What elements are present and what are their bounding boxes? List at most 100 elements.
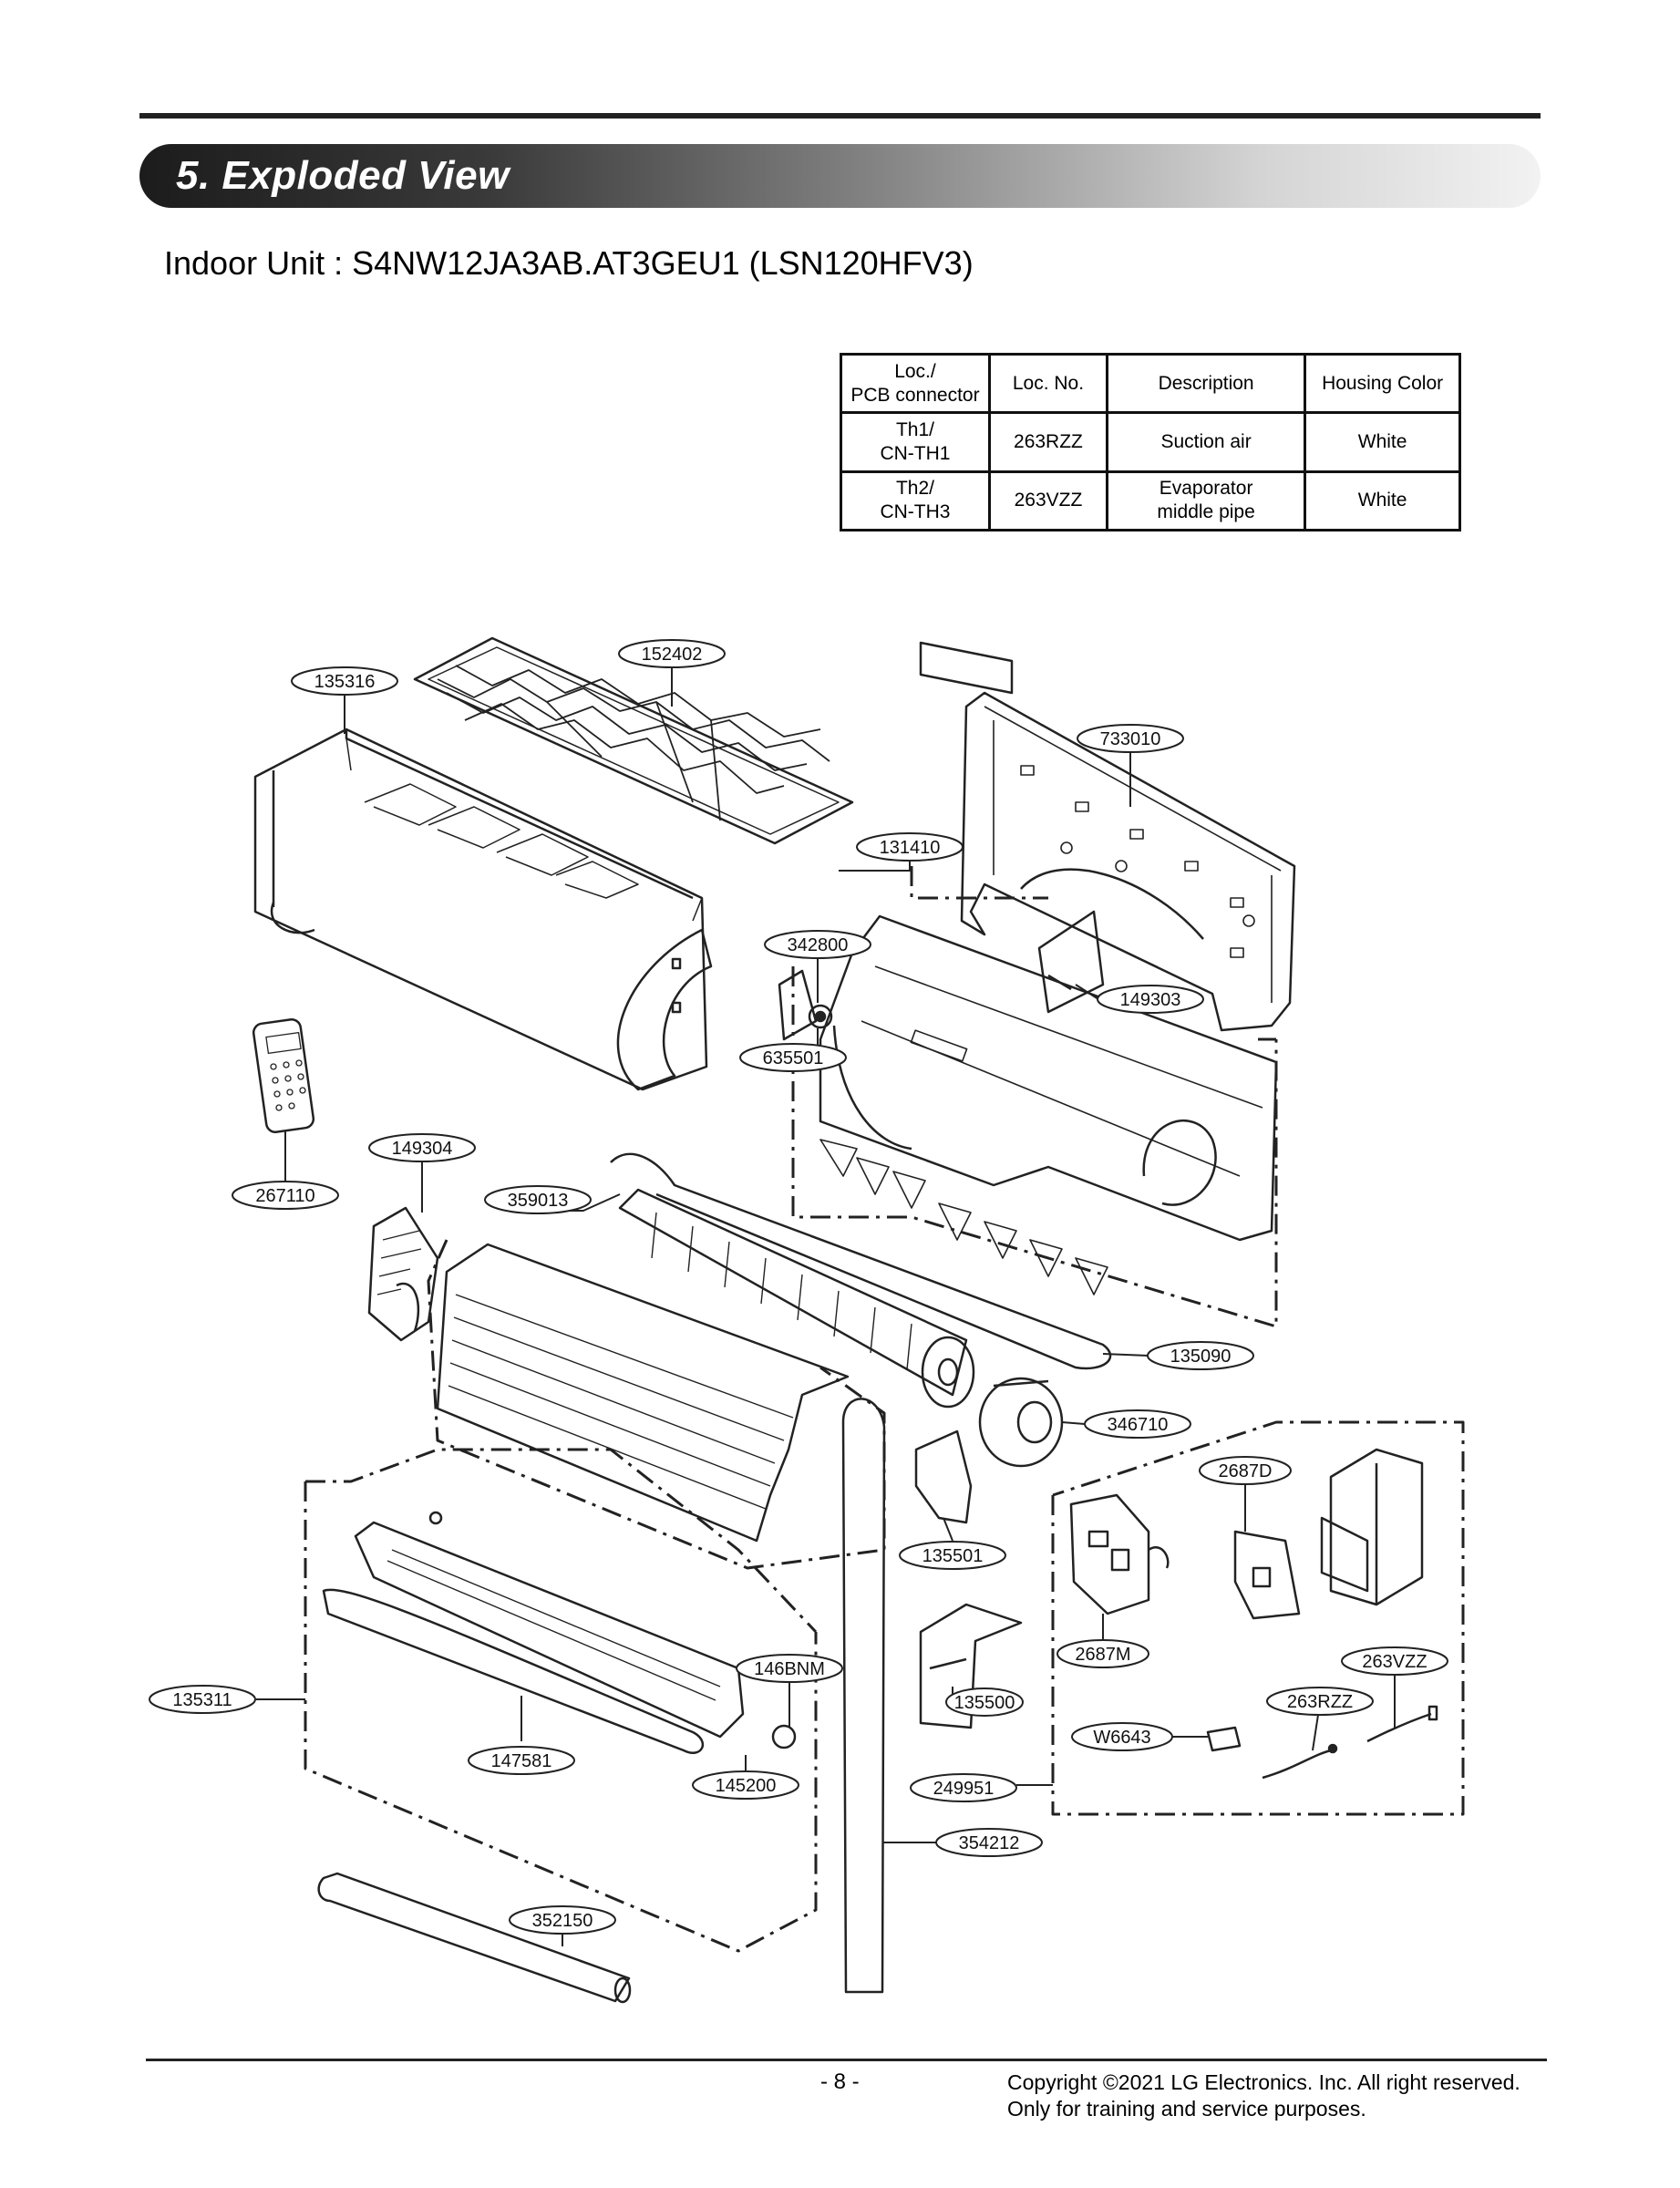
terminal-box-drawing [1320, 1448, 1424, 1606]
section-title: 5. Exploded View [176, 153, 510, 198]
part-label: 135311 [172, 1690, 232, 1710]
table-row: Th1/ CN-TH1 263RZZ Suction air White [840, 411, 1461, 473]
display-board-drawing [1233, 1530, 1301, 1620]
part-label: 149304 [392, 1139, 453, 1159]
callout-267110 [232, 1181, 339, 1210]
part-label: 354212 [959, 1833, 1020, 1853]
remote-drawing [252, 1018, 315, 1133]
callout-145200 [692, 1770, 799, 1800]
table-row: Th2/ CN-TH3 263VZZ Evaporator middle pip… [840, 470, 1461, 532]
part-label: 359013 [508, 1191, 569, 1211]
table-cell: Th2/ CN-TH3 [840, 470, 991, 532]
control-box-drawing [367, 1206, 439, 1342]
part-label: 2687M [1075, 1645, 1130, 1665]
lower-louver-drawing [322, 1511, 797, 1754]
copyright-notice: Copyright ©2021 LG Electronics. Inc. All… [1007, 2069, 1520, 2122]
part-label: 147581 [491, 1751, 552, 1771]
table-cell: Suction air [1105, 411, 1307, 473]
part-label: 249951 [933, 1779, 995, 1799]
part-label: 149303 [1120, 990, 1181, 1010]
copyright-line: Only for training and service purposes. [1007, 2097, 1366, 2121]
callout-2687M [1056, 1639, 1149, 1668]
callout-149304 [368, 1133, 476, 1162]
model-subtitle: Indoor Unit : S4NW12JA3AB.AT3GEU1 (LSN12… [164, 244, 974, 282]
copyright-line: Copyright ©2021 LG Electronics. Inc. All… [1007, 2070, 1520, 2094]
part-label: 342800 [788, 935, 849, 955]
table-cell: Evaporator middle pipe [1105, 470, 1307, 532]
table-header: Description [1105, 352, 1307, 415]
part-label: 263RZZ [1287, 1692, 1353, 1712]
evaporator-drawing [436, 1243, 850, 1543]
page-number: - 8 - [820, 2069, 860, 2094]
callout-2687D [1199, 1456, 1292, 1485]
dashed-group-outlines [304, 866, 1465, 1953]
part-label: 135501 [922, 1546, 984, 1566]
callouts [149, 639, 1448, 1935]
table-cell: 263VZZ [987, 470, 1108, 532]
callout-263VZZ [1341, 1646, 1448, 1676]
callout-342800 [764, 930, 871, 959]
table-cell: White [1304, 411, 1461, 473]
section-banner: 5. Exploded View [139, 144, 1541, 208]
part-label: 135090 [1170, 1347, 1232, 1367]
callout-152402 [618, 639, 726, 668]
table-header: Loc. No. [987, 352, 1108, 415]
sensor-table: Loc./ PCB connector Loc. No. Description… [840, 352, 1461, 532]
motor-drawing [978, 1377, 1064, 1468]
part-label: 135316 [314, 672, 376, 692]
callout-249951 [910, 1773, 1017, 1802]
table-cell: Th1/ CN-TH1 [840, 411, 991, 473]
part-label: 131410 [880, 838, 941, 858]
bottom-rule [146, 2059, 1547, 2061]
install-plate-drawing [960, 691, 1296, 1032]
table-cell: White [1304, 470, 1461, 532]
table-cell: 263RZZ [987, 411, 1108, 473]
callout-263RZZ [1266, 1687, 1374, 1716]
drain-hose-drawing [841, 1398, 886, 1994]
label-plate-drawing [919, 641, 1014, 695]
holder-drawing [919, 1603, 1023, 1729]
callout-147581 [468, 1746, 575, 1775]
callout-135500 [945, 1687, 1024, 1717]
part-label: 352150 [532, 1911, 593, 1931]
part-label: W6643 [1093, 1728, 1150, 1748]
fan-drawing [618, 1188, 975, 1409]
bracket-149303-drawing [1037, 910, 1105, 1014]
front-panel-drawing [253, 728, 713, 1091]
callout-135501 [899, 1541, 1006, 1570]
part-label: 733010 [1100, 729, 1161, 749]
part-label: 263VZZ [1362, 1652, 1427, 1672]
part-label: 135500 [954, 1693, 1015, 1713]
part-label: 267110 [255, 1186, 314, 1206]
callout-635501 [739, 1043, 847, 1072]
part-label: 146BNM [754, 1659, 825, 1679]
callout-W6643 [1071, 1722, 1173, 1751]
callout-359013 [484, 1185, 592, 1214]
callout-354212 [935, 1828, 1043, 1857]
callout-135090 [1147, 1341, 1254, 1370]
filter-drawing [413, 636, 854, 845]
sensor-263RZZ-drawing [1262, 1743, 1338, 1780]
top-rule [139, 113, 1541, 119]
leader-lines [256, 668, 1396, 1946]
chassis-drawing [819, 914, 1278, 1295]
part-label: 346710 [1108, 1415, 1169, 1435]
upper-louver-drawing [610, 1152, 1112, 1370]
connector-W6643-drawing [1206, 1726, 1242, 1752]
callout-352150 [509, 1905, 616, 1935]
part-label: 152402 [642, 645, 703, 665]
callout-146BNM [736, 1654, 843, 1683]
pcb-drawing [1069, 1493, 1170, 1615]
callout-131410 [856, 832, 964, 862]
part-label: 635501 [763, 1048, 824, 1068]
callout-135311 [149, 1685, 256, 1714]
sensor-263VZZ-drawing [1366, 1705, 1438, 1743]
callout-149303 [1097, 985, 1204, 1014]
drain-pipe-drawing [317, 1872, 632, 2004]
motor-cover-drawing [914, 1429, 973, 1524]
table-header: Housing Color [1304, 352, 1461, 415]
callout-135316 [291, 666, 398, 696]
callout-346710 [1084, 1409, 1191, 1439]
table-header-row: Loc./ PCB connector Loc. No. Description… [840, 352, 1461, 415]
